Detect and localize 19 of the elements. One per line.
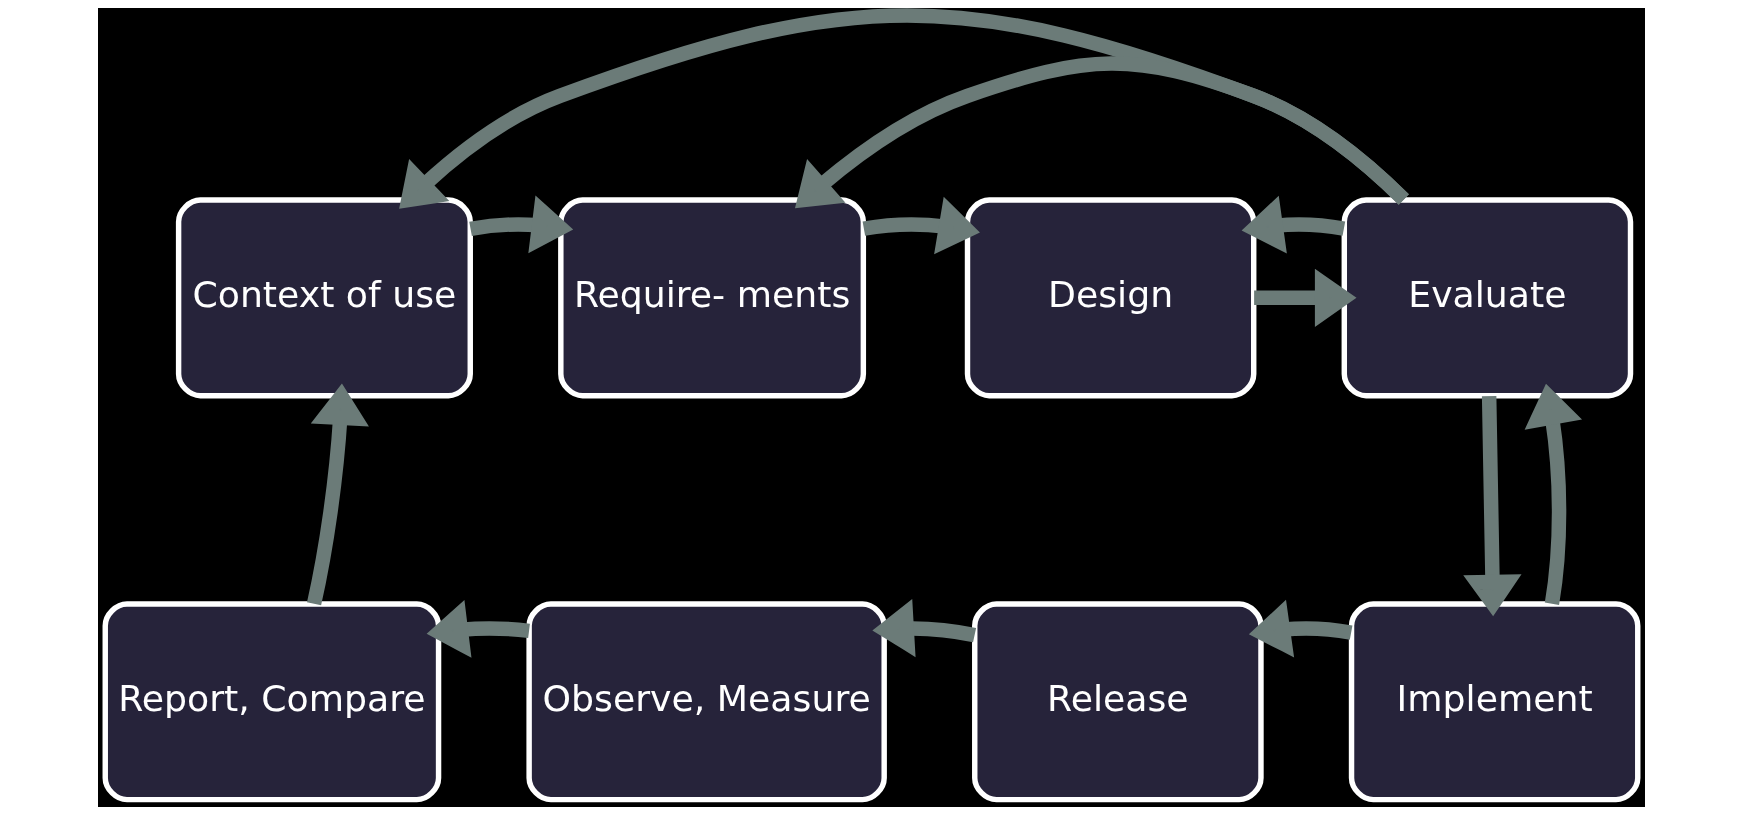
arrow bbox=[306, 383, 369, 606]
arrow bbox=[872, 599, 977, 658]
arrow bbox=[862, 196, 980, 255]
arrow bbox=[1463, 395, 1522, 617]
node-box: Context of use bbox=[175, 197, 473, 399]
arrow bbox=[1254, 268, 1357, 327]
node-box: Evaluate bbox=[1341, 197, 1634, 399]
node-box: Implement bbox=[1348, 601, 1641, 803]
arrow bbox=[399, 8, 1409, 209]
arrow bbox=[794, 56, 1409, 209]
node-box: Report, Compare bbox=[102, 601, 442, 803]
node-box: Release bbox=[972, 601, 1264, 803]
arrow bbox=[1248, 599, 1353, 658]
arrow bbox=[426, 599, 530, 658]
arrow bbox=[469, 195, 574, 254]
node-box: Design bbox=[964, 197, 1257, 399]
arrow bbox=[1524, 383, 1582, 605]
node-box: Require- ments bbox=[558, 197, 867, 399]
node-box: Observe, Measure bbox=[526, 601, 887, 803]
